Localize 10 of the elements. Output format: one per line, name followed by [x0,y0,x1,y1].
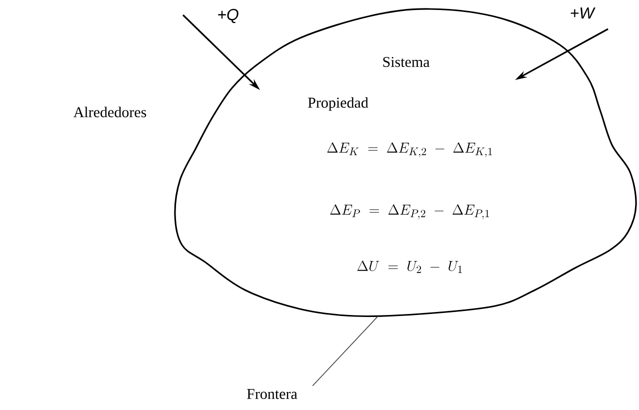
formula: $\Delta E_P \;=\; \Delta E_{P,2} \;-\; \Delta E_{P,1}$ [330,204,490,220]
leader-line [312,316,378,386]
edge-label: +W [570,8,596,18]
edge-label: +Q [218,8,238,24]
boundary-label: Frontera [247,389,298,399]
surroundings-label: Alrededores [74,106,146,118]
formula: $\Delta E_K \;=\; \Delta E_{K,2} \;-\; \Delta E_{K,1}$ [327,142,492,158]
system-text: Sistema [383,56,430,68]
system-text: Propiedad [308,97,368,111]
formula: $\Delta U \;=\; U_2 \;-\; U_1$ [357,260,462,273]
